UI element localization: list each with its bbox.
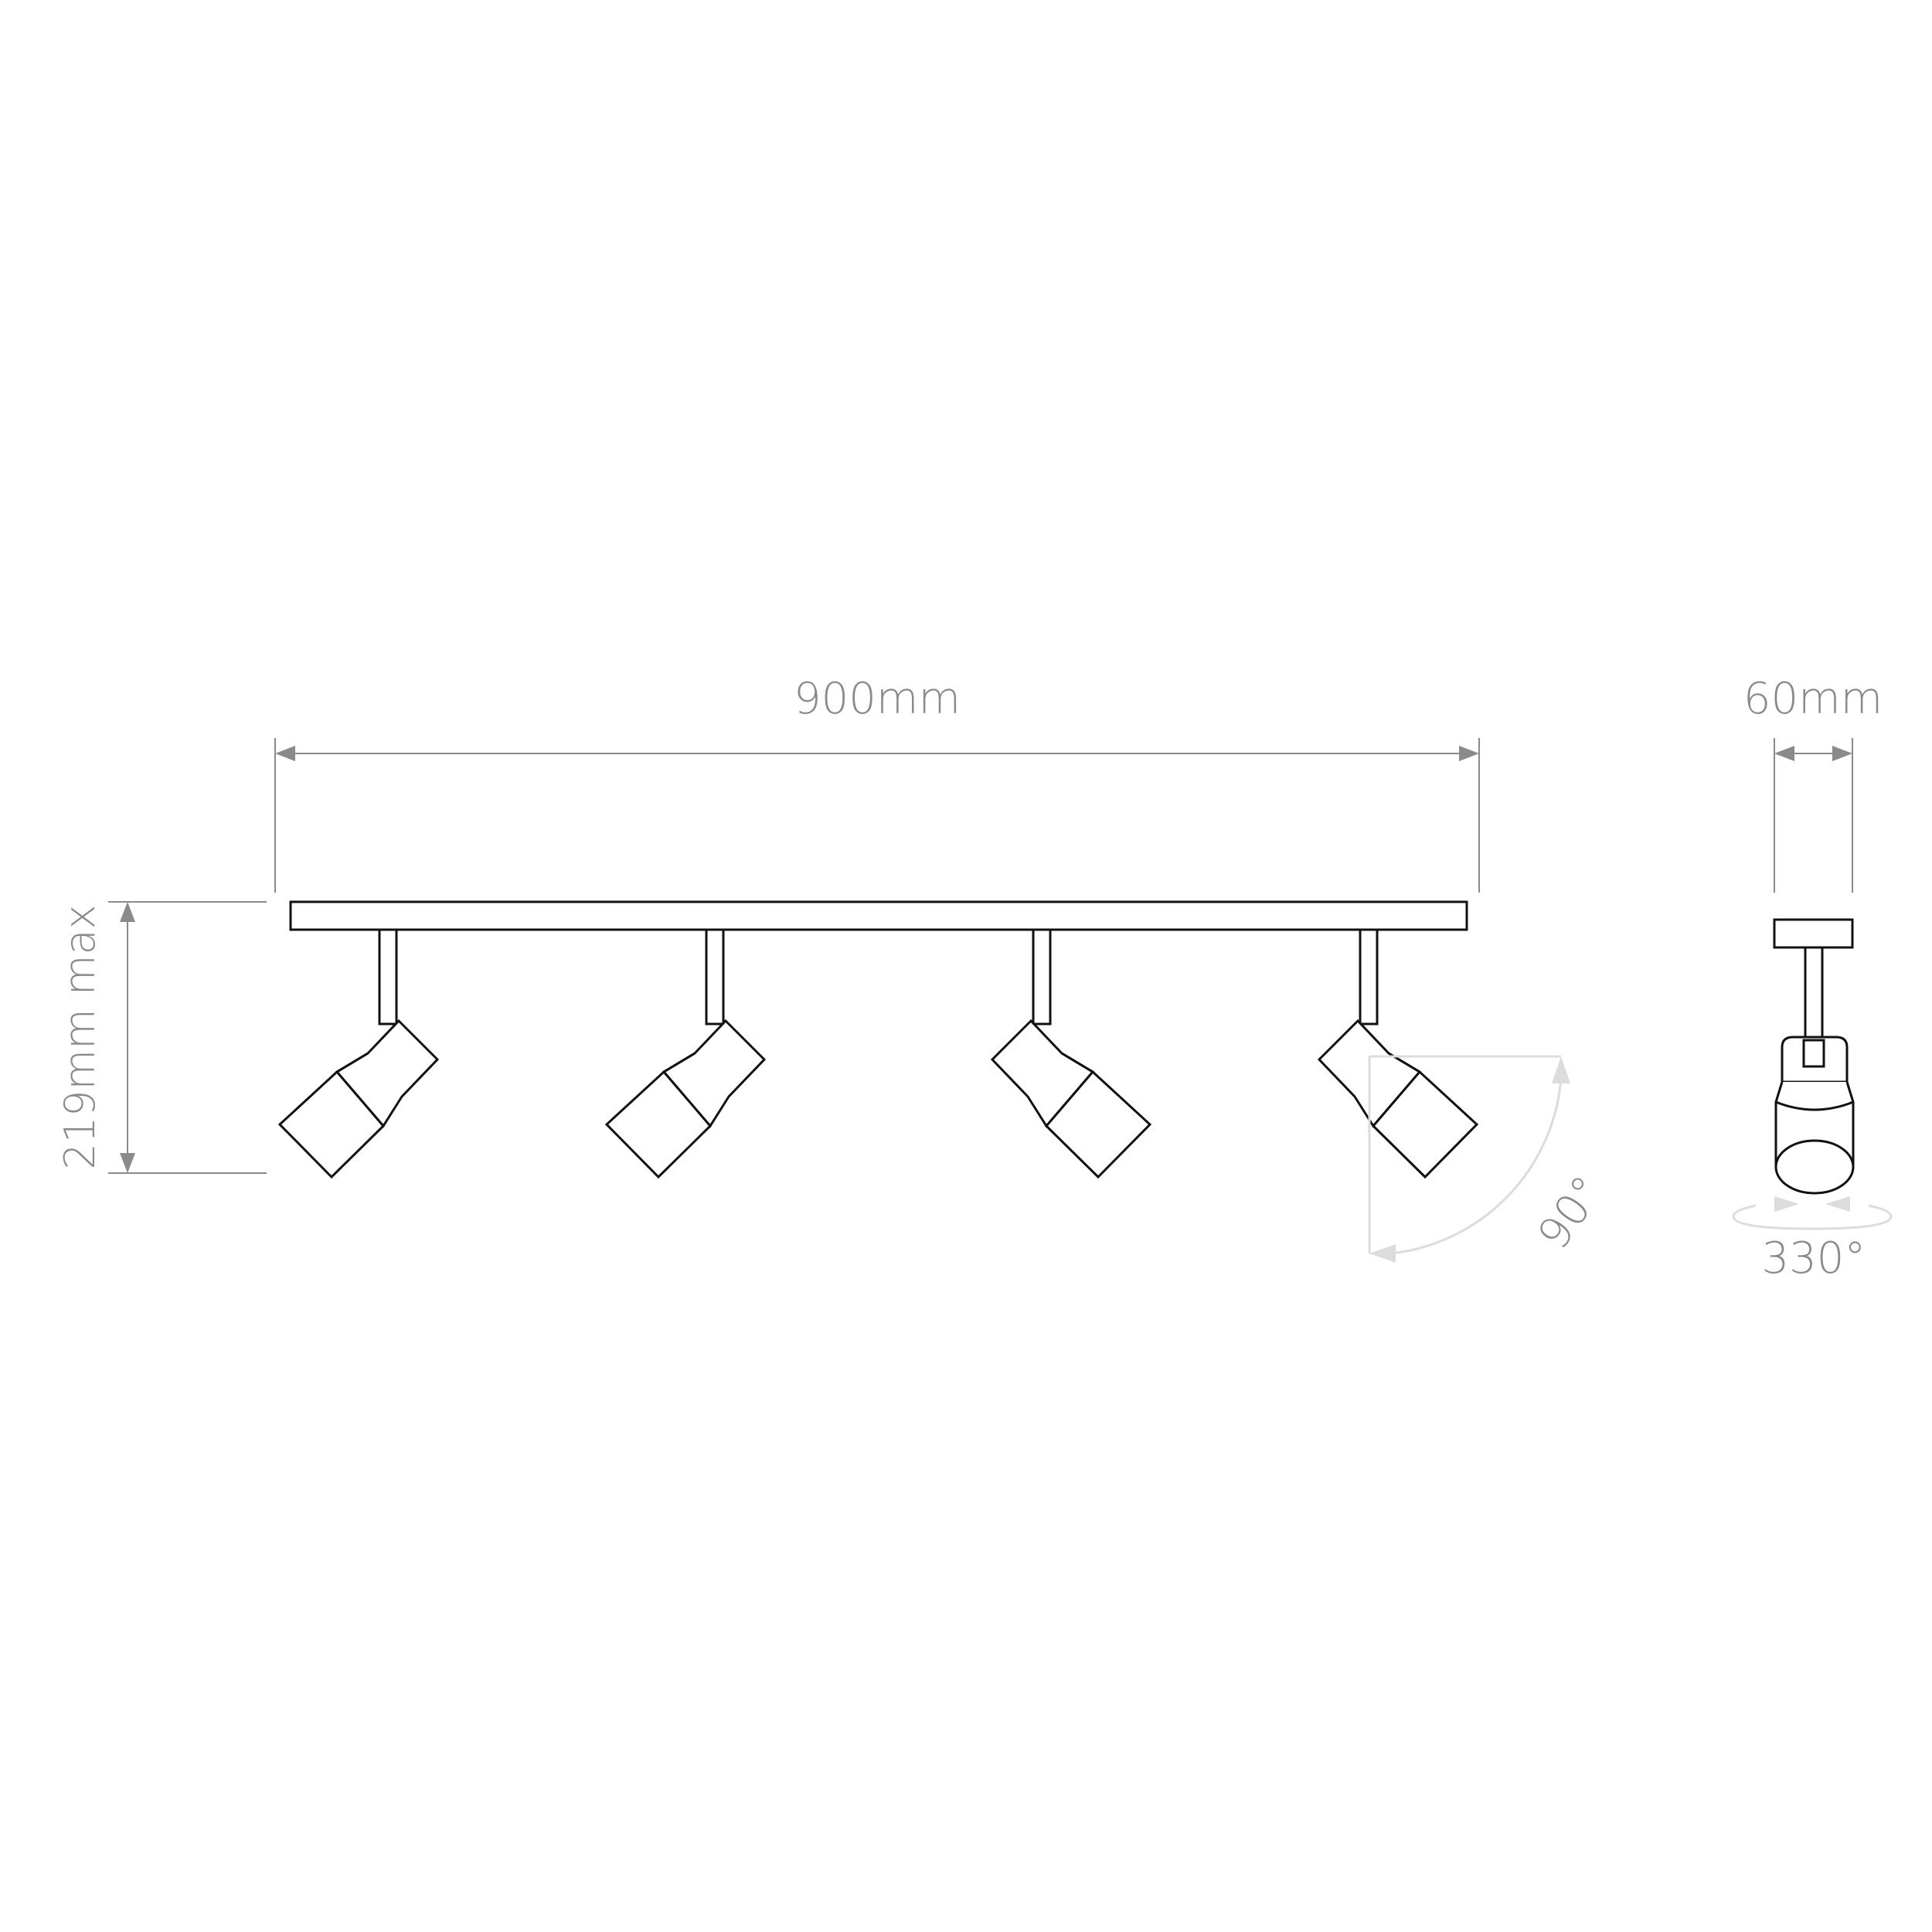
depth-label: 60mm	[1743, 674, 1883, 724]
tilt-label: 90°	[1529, 1167, 1614, 1259]
width-arrow-left	[275, 746, 295, 761]
rotation-arrow-right	[1825, 1196, 1850, 1212]
tilt-arrow-left	[1369, 1244, 1396, 1263]
side-view-pivot	[1802, 1039, 1825, 1068]
height-arrow-bottom	[120, 1153, 135, 1173]
depth-arrow-right	[1832, 746, 1852, 761]
width-dimension: 900mm	[274, 674, 1480, 893]
spotlight-3	[991, 928, 1151, 1179]
depth-arrow-left	[1774, 746, 1794, 761]
side-view-base	[1773, 918, 1854, 949]
side-view-fixture	[1773, 918, 1855, 1195]
side-view-head-seam	[1775, 1100, 1854, 1111]
width-arrow-right	[1459, 746, 1479, 761]
side-view-lens	[1774, 1139, 1855, 1195]
spotlight-1	[278, 928, 439, 1179]
tilt-arc	[1390, 1077, 1563, 1255]
spotlight-2	[605, 928, 766, 1179]
height-label: 219mm max	[56, 904, 104, 1169]
rotation-indicator: 330°	[1732, 1196, 1893, 1284]
rotation-ellipse	[1732, 1204, 1893, 1230]
height-arrow-top	[120, 902, 135, 922]
height-dimension: 219mm max	[56, 901, 267, 1174]
spotlight-4	[1318, 928, 1478, 1179]
depth-dimension: 60mm	[1743, 674, 1883, 893]
rotation-arrow-left	[1774, 1196, 1799, 1212]
tilt-arrow-up	[1552, 1056, 1570, 1083]
mounting-bar	[289, 900, 1468, 931]
rotation-label: 330°	[1762, 1233, 1866, 1284]
width-label: 900mm	[794, 674, 961, 724]
